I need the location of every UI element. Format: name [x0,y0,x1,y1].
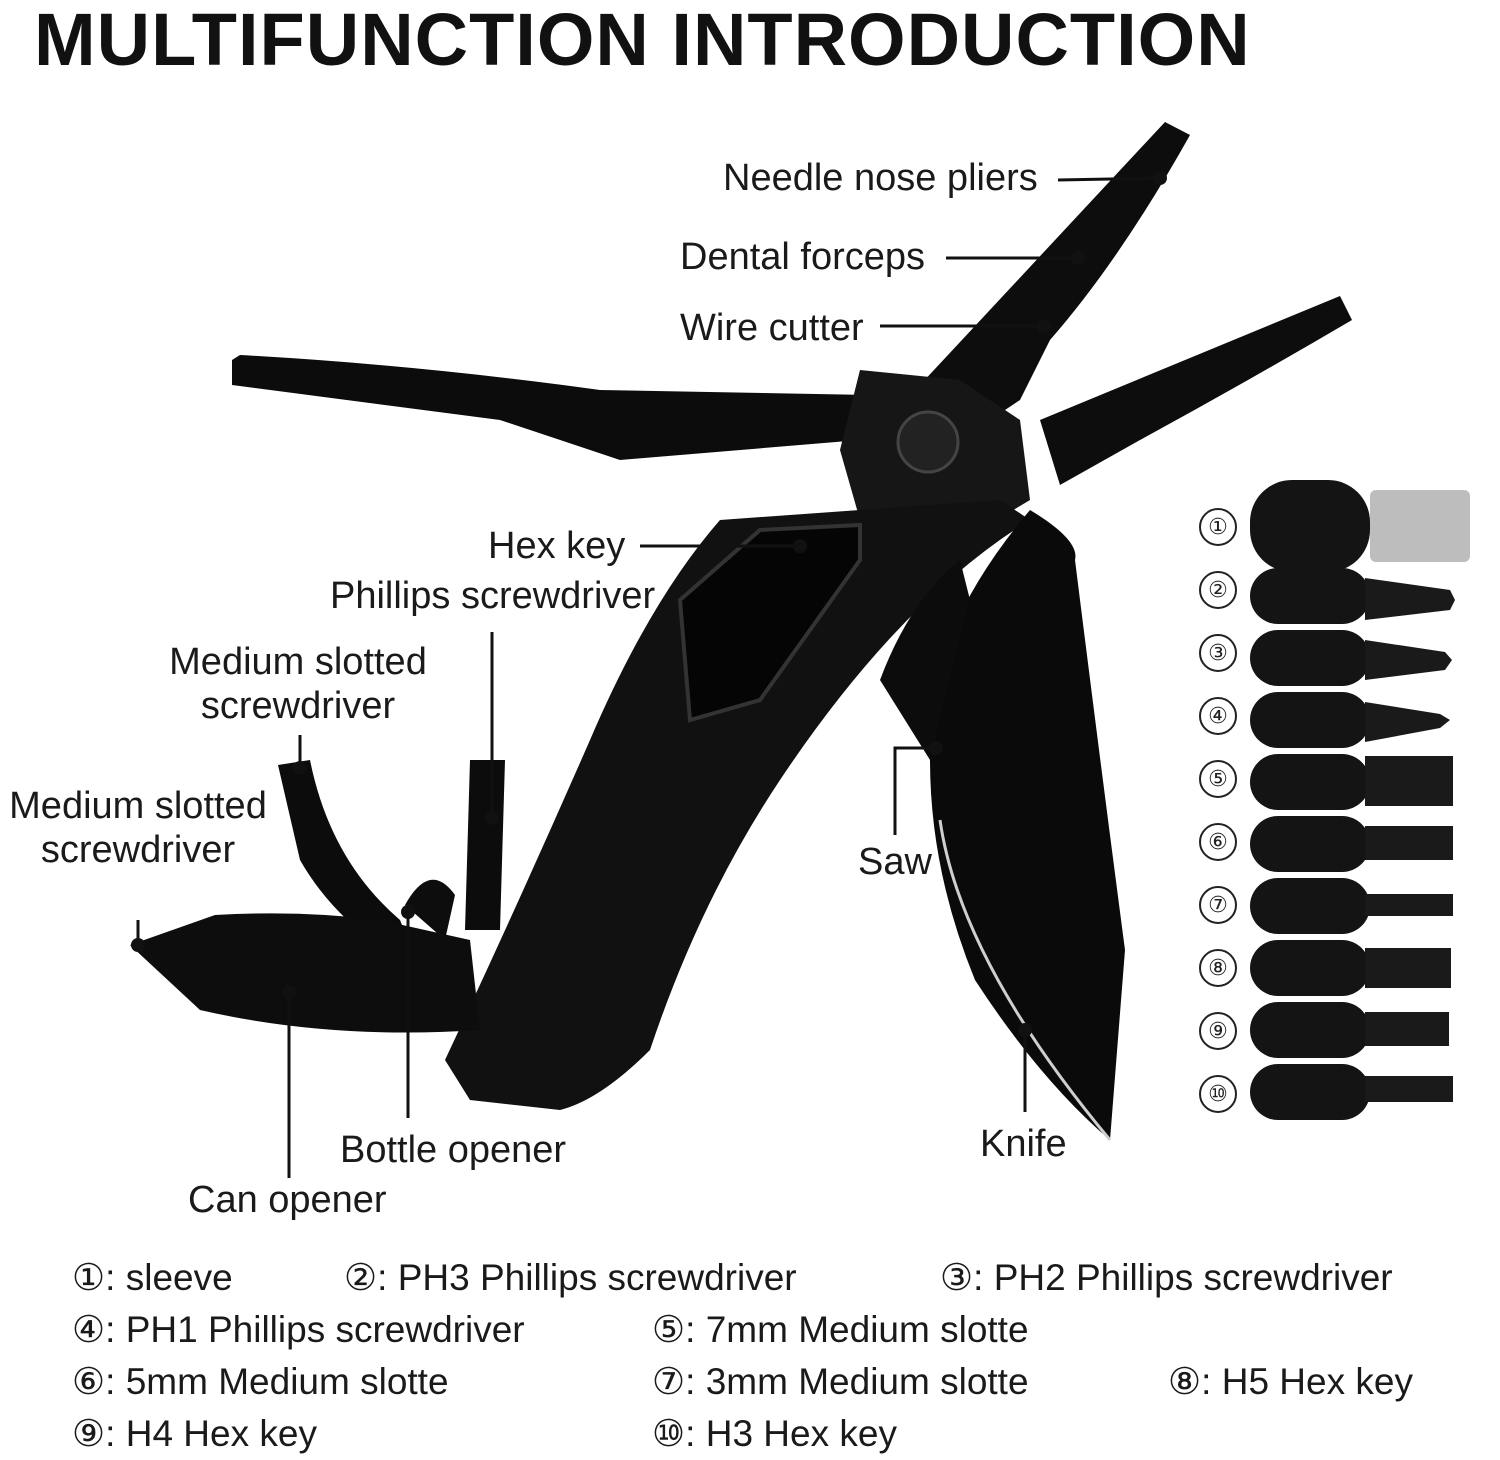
bit-number-8: ⑧ [1199,949,1237,987]
legend-item-7: ⑦: 3mm Medium slotte [652,1361,1029,1402]
legend-item-9: ⑨: H4 Hex key [72,1413,317,1454]
opener-arm [232,355,870,460]
label-medium-slotted-1-line2: screwdriver [200,685,396,727]
label-can-opener: Can opener [188,1179,387,1221]
pivot-screw [896,410,960,474]
dot-can [282,985,296,999]
label-wire-cutter: Wire cutter [680,307,864,349]
legend-item-6: ⑥: 5mm Medium slotte [72,1361,449,1402]
dot-bottle [401,905,415,919]
plier-lower-jaw [1040,296,1352,485]
label-medium-slotted-1: Medium slotted screwdriver [160,640,436,728]
bit-number-4: ④ [1199,697,1237,735]
dot-saw [929,741,943,755]
bit-number-5: ⑤ [1199,760,1237,798]
knife-blade [929,510,1125,1140]
dot-phillips [485,811,499,825]
dot-slotted-2 [131,938,145,952]
can-opener-arm [130,913,480,1033]
legend-item-8: ⑧: H5 Hex key [1168,1361,1413,1402]
label-hex-key: Hex key [488,525,626,567]
label-phillips-screwdriver: Phillips screwdriver [330,575,656,617]
bit-number-7: ⑦ [1199,886,1237,924]
label-medium-slotted-2-line2: screwdriver [40,829,236,871]
bit-number-3: ③ [1199,634,1237,672]
handle [445,500,1030,1110]
bit-set [1250,480,1470,1120]
dot-wire [1037,319,1051,333]
label-bottle-opener: Bottle opener [340,1129,567,1171]
leader-needle-nose [1057,176,1161,182]
dot-needle-nose [1153,171,1167,185]
label-needle-nose-pliers: Needle nose pliers [723,157,1038,199]
label-saw: Saw [858,841,932,883]
dot-knife [1018,1023,1032,1037]
legend-item-3: ③: PH2 Phillips screwdriver [940,1257,1393,1298]
saw-blade [880,560,970,760]
label-medium-slotted-2-line1: Medium slotted [9,785,267,827]
leader-saw [893,746,936,835]
bit-sleeve-metal [1370,490,1470,562]
dot-slotted-1 [293,761,307,775]
legend-item-1: ①: sleeve [72,1257,233,1298]
handle-window [677,522,862,723]
dot-dental [1071,251,1085,265]
label-dental-forceps: Dental forceps [680,236,926,278]
phillips-arm [465,760,505,930]
knife-edge [938,819,1112,1141]
label-medium-slotted-2: Medium slotted screwdriver [0,784,276,872]
bit-number-2: ② [1199,571,1237,609]
slotted-arm-1 [278,760,420,970]
bit-number-9: ⑨ [1199,1012,1237,1050]
plier-upper-jaw [920,122,1190,440]
legend-item-5: ⑤: 7mm Medium slotte [652,1309,1029,1350]
bit-sleeve [1250,480,1370,572]
dot-hex [793,539,807,553]
bit-number-1: ① [1199,508,1237,546]
legend-item-10: ⑩: H3 Hex key [652,1413,897,1454]
legend-item-2: ②: PH3 Phillips screwdriver [344,1257,797,1298]
bit-number-10: ⑩ [1199,1075,1237,1113]
label-knife: Knife [980,1123,1067,1165]
label-medium-slotted-1-line1: Medium slotted [169,641,427,683]
bit-number-6: ⑥ [1199,823,1237,861]
bottle-hook [405,879,455,940]
legend-item-4: ④: PH1 Phillips screwdriver [72,1309,525,1350]
page-title: MULTIFUNCTION INTRODUCTION [34,0,1251,81]
